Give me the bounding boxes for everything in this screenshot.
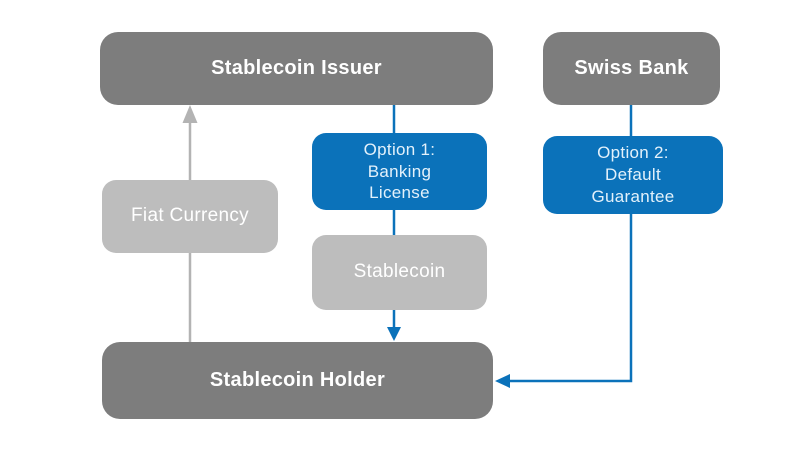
node-stablecoin-holder: Stablecoin Holder xyxy=(102,342,493,419)
node-label: Fiat Currency xyxy=(131,205,249,227)
node-label: Option 1: Banking License xyxy=(363,139,436,203)
node-stablecoin-issuer: Stablecoin Issuer xyxy=(100,32,493,105)
node-label: Stablecoin Issuer xyxy=(211,56,382,79)
node-label: Stablecoin Holder xyxy=(209,368,386,391)
node-label: Swiss Bank xyxy=(574,56,689,79)
node-option2-default-guarantee: Option 2: Default Guarantee xyxy=(543,136,723,214)
node-label: Option 2: Default Guarantee xyxy=(591,143,675,206)
node-swiss-bank: Swiss Bank xyxy=(543,32,720,105)
node-stablecoin: Stablecoin xyxy=(312,235,487,310)
node-option1-banking-license: Option 1: Banking License xyxy=(312,133,487,210)
node-fiat-currency: Fiat Currency xyxy=(102,180,278,253)
node-label: Stablecoin xyxy=(353,261,446,283)
